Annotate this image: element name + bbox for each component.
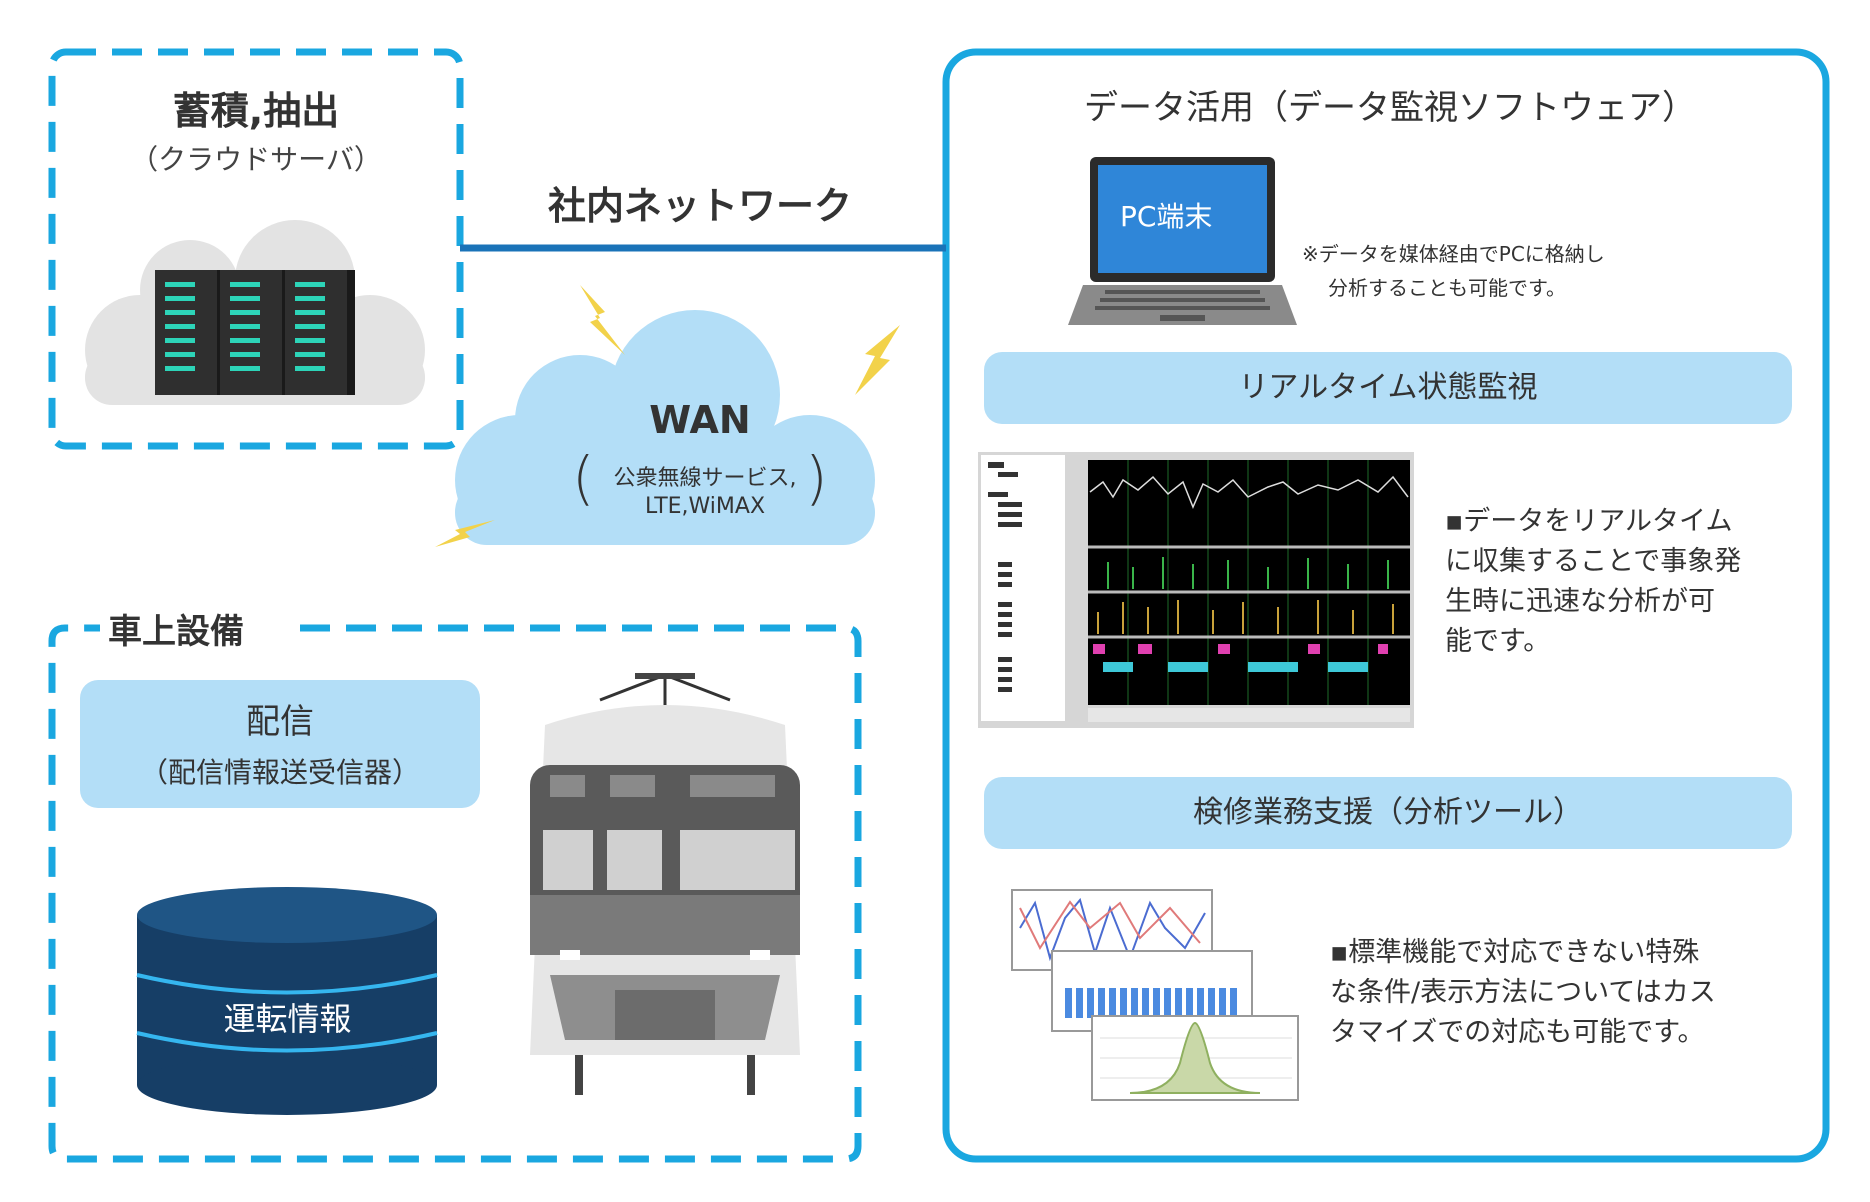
wan-paren-left: ( (572, 444, 595, 512)
storage-title: 蓄積,抽出 (172, 89, 340, 133)
onboard-title: 車上設備 (108, 612, 244, 652)
maintenance-desc-line: な条件/表示方法についてはカス (1330, 977, 1716, 1008)
delivery-subtitle: （配信情報送受信器） (139, 756, 420, 789)
train-icon (530, 673, 800, 1095)
db-label: 運転情報 (223, 1000, 352, 1038)
realtime-title: リアルタイム状態監視 (1238, 370, 1538, 405)
storage-subtitle: （クラウドサーバ） (130, 143, 382, 176)
pc-note-line1: ※データを媒体経由でPCに格納し (1302, 242, 1605, 266)
realtime-desc-line: 生時に迅速な分析が可 (1445, 586, 1715, 617)
realtime-desc: ▪データをリアルタイム に収集することで事象発 生時に迅速な分析が可 能です。 (1445, 502, 1741, 662)
maintenance-desc: ▪標準機能で対応できない特殊 な条件/表示方法についてはカス タマイズでの対応も… (1330, 933, 1716, 1053)
realtime-pill: リアルタイム状態監視 (984, 352, 1792, 424)
lightning-icon (855, 325, 900, 395)
maintenance-title: 検修業務支援（分析ツール） (1193, 795, 1583, 830)
wan-title: WAN (649, 398, 751, 442)
realtime-desc-line: に収集することで事象発 (1445, 546, 1742, 577)
wan-line2: LTE,WiMAX (644, 494, 766, 519)
cloud-server-icon (85, 220, 425, 405)
realtime-desc-line: 能です。 (1445, 626, 1551, 657)
maintenance-pill: 検修業務支援（分析ツール） (984, 777, 1792, 849)
lightning-icon (435, 520, 495, 547)
delivery-title: 配信 (246, 702, 314, 742)
wan-cloud-icon (455, 310, 875, 545)
realtime-desc-line: ▪データをリアルタイム (1445, 506, 1733, 537)
delivery-pill: 配信 （配信情報送受信器） (80, 680, 480, 808)
wan-paren-right: ) (805, 444, 828, 512)
network-label: 社内ネットワーク (547, 184, 852, 228)
onboard-frame (48, 624, 862, 1163)
analysis-tool-screenshots (1011, 889, 1299, 1101)
storage-frame (48, 48, 464, 450)
maintenance-desc-line: ▪標準機能で対応できない特殊 (1330, 937, 1700, 968)
server-rack-icon (155, 270, 355, 395)
utilization-frame (942, 48, 1830, 1163)
maintenance-desc-line: タマイズでの対応も可能です。 (1330, 1017, 1705, 1048)
utilization-title: データ活用（データ監視ソフトウェア） (1084, 88, 1696, 128)
database-icon (136, 887, 438, 1115)
laptop-icon (1068, 157, 1297, 325)
wan-line1: 公衆無線サービス, (613, 466, 797, 491)
realtime-monitor-screenshot (978, 452, 1414, 728)
lightning-icon (580, 285, 625, 355)
pc-label: PC端末 (1120, 200, 1213, 233)
pc-note-line2: 分析することも可能です。 (1328, 276, 1566, 300)
